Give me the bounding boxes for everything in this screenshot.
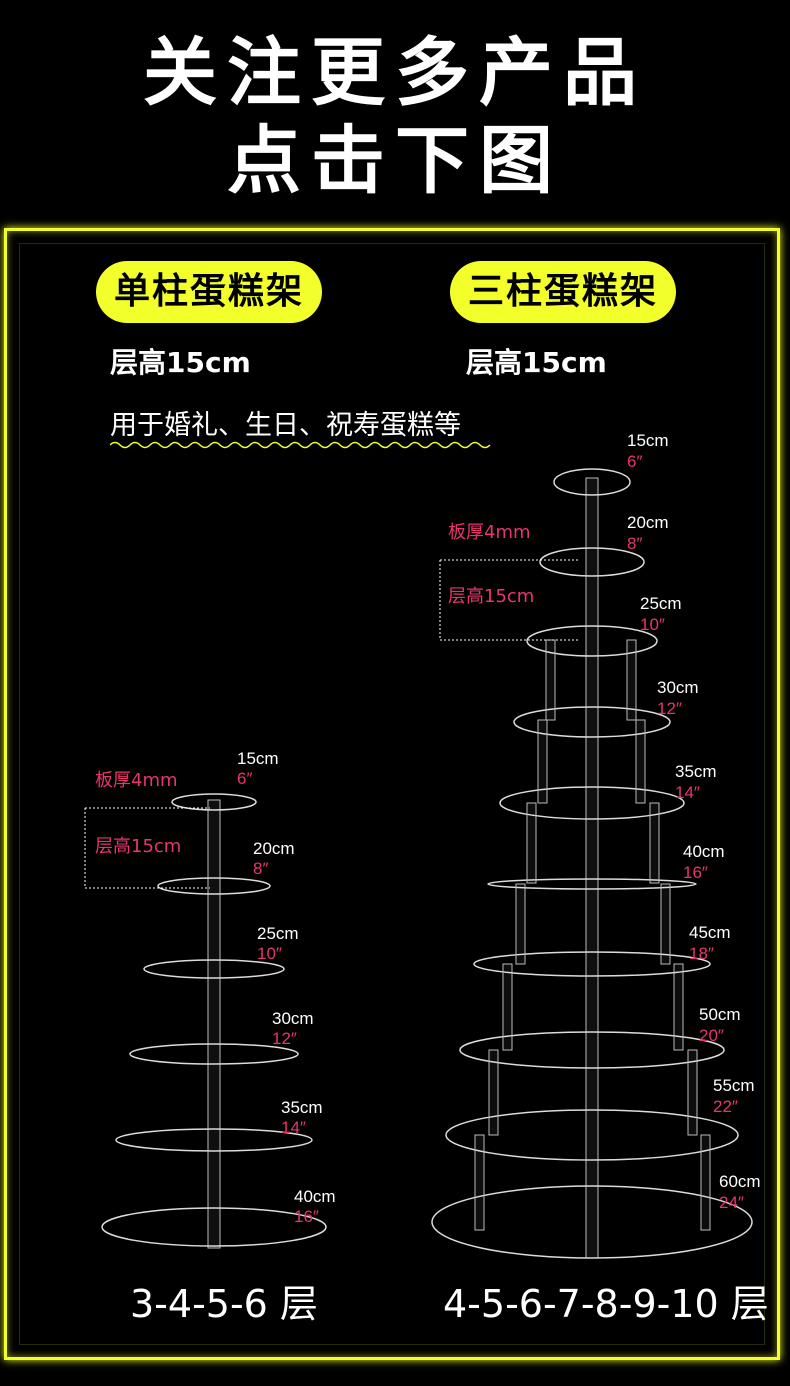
tier-size-label: 22″: [713, 1097, 738, 1116]
right-tier-2: [539, 547, 645, 577]
tier-size-label: 55cm: [713, 1076, 755, 1095]
tier-size-label: 60cm: [719, 1172, 761, 1191]
right-tier-6: [487, 878, 697, 890]
left-tier-4: [129, 1043, 299, 1065]
right-tier-9: [445, 1109, 739, 1161]
tier-size-label: 20″: [699, 1026, 724, 1045]
right-tier-1: [553, 468, 631, 496]
tier-size-label: 30cm: [657, 678, 699, 697]
left-height-note: 层高15cm: [95, 836, 181, 857]
tier-size-label: 16″: [683, 863, 708, 882]
tier-size-label: 16″: [294, 1207, 319, 1226]
right-height-note: 层高15cm: [448, 586, 534, 607]
tier-size-label: 6″: [237, 769, 252, 788]
single-pillar-stand-badge[interactable]: 单柱蛋糕架: [96, 261, 322, 323]
right-center-pillar: [585, 477, 599, 1259]
tier-size-label: 12″: [657, 699, 682, 718]
tier-size-label: 50cm: [699, 1005, 741, 1024]
tier-size-label: 35cm: [281, 1098, 323, 1117]
right-tier-4: [513, 706, 671, 738]
right-tier-3: [526, 625, 658, 657]
three-pillar-stand-badge[interactable]: 三柱蛋糕架: [450, 261, 676, 323]
tier-size-label: 18″: [689, 944, 714, 963]
right-stand: [431, 468, 753, 1259]
tier-size-label: 14″: [281, 1118, 306, 1137]
tier-size-label: 14″: [675, 783, 700, 802]
tier-size-label: 30cm: [272, 1009, 314, 1028]
headline-follow-more-products: 关注更多产品: [143, 30, 647, 116]
tier-size-label: 12″: [272, 1029, 297, 1048]
usage-description: 用于婚礼、生日、祝寿蛋糕等: [110, 410, 461, 441]
wavy-underline: [110, 441, 491, 449]
tier-size-label: 40cm: [294, 1187, 336, 1206]
left-tier-2: [157, 877, 271, 895]
right-thickness-note: 板厚4mm: [448, 522, 531, 543]
right-tier-options: 4-5-6-7-8-9-10 层: [443, 1282, 769, 1326]
tier-size-label: 40cm: [683, 842, 725, 861]
left-thickness-note: 板厚4mm: [95, 770, 178, 791]
left-tier-labels: 15cm 6″ 20cm 8″ 25cm 10″ 30cm 12″ 35cm 1…: [237, 749, 336, 1226]
right-side-pillars: [474, 639, 711, 1231]
tier-size-label: 15cm: [237, 749, 279, 768]
left-tier-5: [115, 1128, 313, 1152]
left-layer-height: 层高15cm: [110, 346, 251, 379]
tier-size-label: 10″: [640, 615, 665, 634]
tier-size-label: 8″: [627, 534, 642, 553]
left-tier-3: [143, 959, 285, 979]
headline-click-image-below: 点击下图: [227, 118, 563, 204]
right-tier-8: [459, 1031, 725, 1069]
tier-size-label: 25cm: [640, 594, 682, 613]
tier-size-label: 45cm: [689, 923, 731, 942]
tier-size-label: 20cm: [627, 513, 669, 532]
left-stand: [84, 793, 327, 1249]
tier-size-label: 15cm: [627, 431, 669, 450]
right-tier-10: [431, 1185, 753, 1259]
tier-size-label: 24″: [719, 1193, 744, 1212]
left-tier-1: [171, 793, 257, 811]
left-tier-options: 3-4-5-6 层: [130, 1282, 318, 1326]
left-tier-6: [101, 1207, 327, 1247]
product-frame[interactable]: [4, 228, 780, 1360]
tier-size-label: 8″: [253, 859, 268, 878]
right-tier-labels: 15cm 6″ 20cm 8″ 25cm 10″ 30cm 12″ 35cm 1…: [627, 431, 761, 1212]
tier-size-label: 35cm: [675, 762, 717, 781]
tier-size-label: 20cm: [253, 839, 295, 858]
left-center-pillar: [207, 799, 221, 1249]
right-tier-5: [499, 786, 685, 820]
tier-size-label: 25cm: [257, 924, 299, 943]
tier-size-label: 6″: [627, 452, 642, 471]
right-tier-7: [473, 951, 711, 977]
tier-size-label: 10″: [257, 944, 282, 963]
right-layer-height: 层高15cm: [466, 346, 607, 379]
